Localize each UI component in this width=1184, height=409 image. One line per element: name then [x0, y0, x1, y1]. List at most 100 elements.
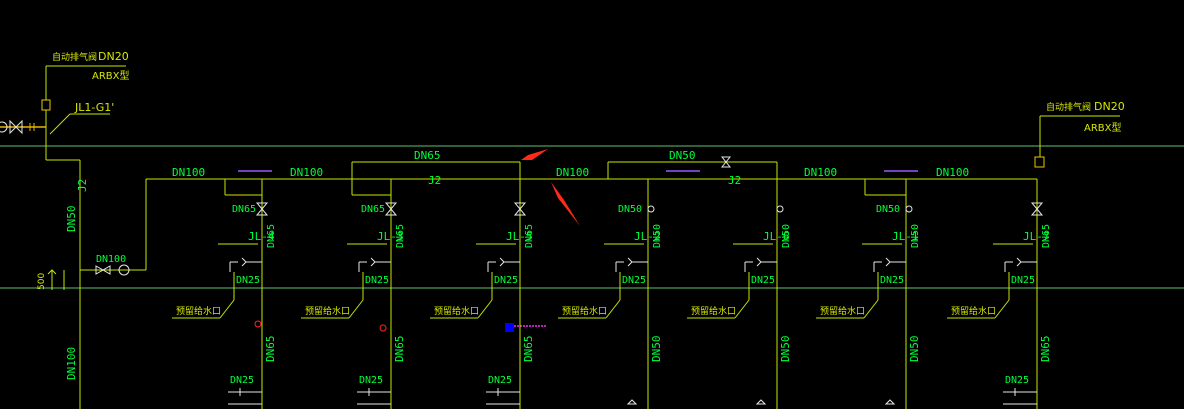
header-size-2: DN100	[290, 166, 323, 179]
header-size-6: DN100	[804, 166, 837, 179]
riser-tag: JL1-G1'	[74, 101, 114, 114]
outlet-label-1: 预留给水口	[305, 305, 350, 317]
riser-size-6: DN65	[1041, 224, 1052, 248]
riser-check-icon-4	[776, 205, 784, 213]
riser-tag-1: JL-3	[377, 230, 404, 243]
riser-size-2: DN65	[524, 224, 535, 248]
riser-lower-size-4: DN50	[779, 336, 792, 363]
riser-lower-size-3: DN50	[650, 336, 663, 363]
riser-tag-6: JL-7	[1023, 230, 1050, 243]
riser-valve-icon-0	[255, 202, 269, 216]
riser-size-1: DN65	[395, 224, 406, 248]
branch-leader-1	[348, 299, 364, 319]
branch-size-0: DN25	[236, 275, 260, 286]
main-riser-tag: J2	[76, 179, 89, 192]
riser-top-size-3: DN50	[618, 204, 642, 215]
branch-leader-2	[477, 299, 493, 319]
branch-leader-0	[219, 299, 235, 319]
riser-tag-2: JL-5	[506, 230, 533, 243]
riser-lower-size-2: DN65	[522, 336, 535, 363]
branch-leader-5	[863, 299, 879, 319]
header-size-4: DN100	[556, 166, 589, 179]
outlet-label-4: 预留给水口	[691, 305, 736, 317]
outlet-label-2: 预留给水口	[434, 305, 479, 317]
riser-bottom-size-6: DN25	[1005, 375, 1029, 386]
outlet-label-6: 预留给水口	[951, 305, 996, 317]
riser-lower-size-6: DN65	[1039, 336, 1052, 363]
inlet-valve-icon	[95, 265, 111, 275]
riser-tag-5: JL-1	[892, 230, 919, 243]
riser-tag-leader	[49, 113, 71, 135]
left-air-vent-icon	[41, 99, 51, 111]
branch-fitting-icon-0	[229, 257, 262, 272]
bottom-valve-icon-3	[626, 399, 638, 405]
main-riser-bottom-size: DN100	[65, 347, 78, 380]
branch-size-3: DN25	[622, 275, 646, 286]
header-size-7: DN100	[936, 166, 969, 179]
bottom-fitting-icon-0	[228, 388, 262, 405]
riser-bottom-size-2: DN25	[488, 375, 512, 386]
bottom-fitting-icon-1	[357, 388, 391, 405]
right-air-vent-icon	[1034, 156, 1045, 168]
riser-top-size-5: DN50	[876, 204, 900, 215]
bottom-valve-icon-5	[884, 399, 896, 405]
red-point-2	[379, 324, 387, 332]
riser-valve-icon-6	[1030, 202, 1044, 216]
riser-bottom-size-1: DN25	[359, 375, 383, 386]
left-vent-name: 自动排气阀	[52, 51, 97, 63]
riser-lower-size-5: DN50	[908, 336, 921, 363]
branch-leader-3	[605, 299, 621, 319]
branch-size-4: DN25	[751, 275, 775, 286]
blue-marker	[505, 323, 514, 332]
outlet-label-5: 预留给水口	[820, 305, 865, 317]
annotation-arrows	[521, 149, 580, 226]
riser-tag-3: JL-2	[634, 230, 661, 243]
riser-top-size-1: DN65	[361, 204, 385, 215]
riser-lower-size-1: DN65	[393, 336, 406, 363]
header-valve-icon	[720, 156, 732, 168]
bottom-valve-icon-4	[755, 399, 767, 405]
branch-fitting-icon-4	[744, 257, 777, 272]
riser-top-size-0: DN65	[232, 204, 256, 215]
right-vent-model: ARBX型	[1084, 121, 1122, 134]
main-riser-size: DN50	[65, 206, 78, 233]
riser-valve-icon-2	[513, 202, 527, 216]
branch-size-6: DN25	[1011, 275, 1035, 286]
left-gate-valve-icon	[9, 119, 23, 135]
left-vent-model: ARBX型	[92, 69, 130, 82]
bottom-fitting-icon-2	[486, 388, 520, 405]
elevation-arrow-icon	[47, 269, 57, 290]
riser-check-icon-3	[647, 205, 655, 213]
riser-size-3: DN50	[652, 224, 663, 248]
branch-fitting-icon-3	[615, 257, 648, 272]
inlet-group: DN100	[80, 179, 147, 276]
branch-leader-6	[994, 299, 1010, 319]
header-tag-1: J2	[428, 174, 441, 187]
header-pipes: DN100 DN100 DN65 DN100 DN50 DN100 DN100 …	[146, 149, 1037, 196]
branch-size-5: DN25	[880, 275, 904, 286]
header-size-3: DN65	[414, 149, 441, 162]
branch-leader-4	[734, 299, 750, 319]
left-flange-icon	[29, 123, 35, 131]
riser-tag-0: JL-4	[248, 230, 275, 243]
right-vent-group: 自动排气阀 DN20 ARBX型	[1034, 100, 1125, 168]
red-point-1	[254, 320, 262, 328]
riser-lower-size-0: DN65	[264, 336, 277, 363]
right-vent-size: DN20	[1094, 100, 1125, 113]
branch-fitting-icon-5	[873, 257, 906, 272]
riser-check-icon-5	[905, 205, 913, 213]
riser-tag-4: JL-6	[763, 230, 790, 243]
riser-bottom-size-0: DN25	[230, 375, 254, 386]
riser-size-4: DN50	[781, 224, 792, 248]
branch-fitting-icon-1	[358, 257, 391, 272]
riser-columns: DN65JL-4DN65DN25预留给水口DN65DN25DN65JL-3DN6…	[172, 179, 1052, 409]
branch-fitting-icon-2	[487, 257, 520, 272]
outlet-label-0: 预留给水口	[176, 305, 221, 317]
bottom-fitting-icon-6	[1003, 388, 1037, 405]
right-vent-name: 自动排气阀	[1046, 101, 1091, 113]
header-size-5: DN50	[669, 149, 696, 162]
elevation-mark: 500	[37, 273, 47, 290]
header-tag-2: J2	[728, 174, 741, 187]
arrow-lower-icon	[551, 182, 580, 226]
